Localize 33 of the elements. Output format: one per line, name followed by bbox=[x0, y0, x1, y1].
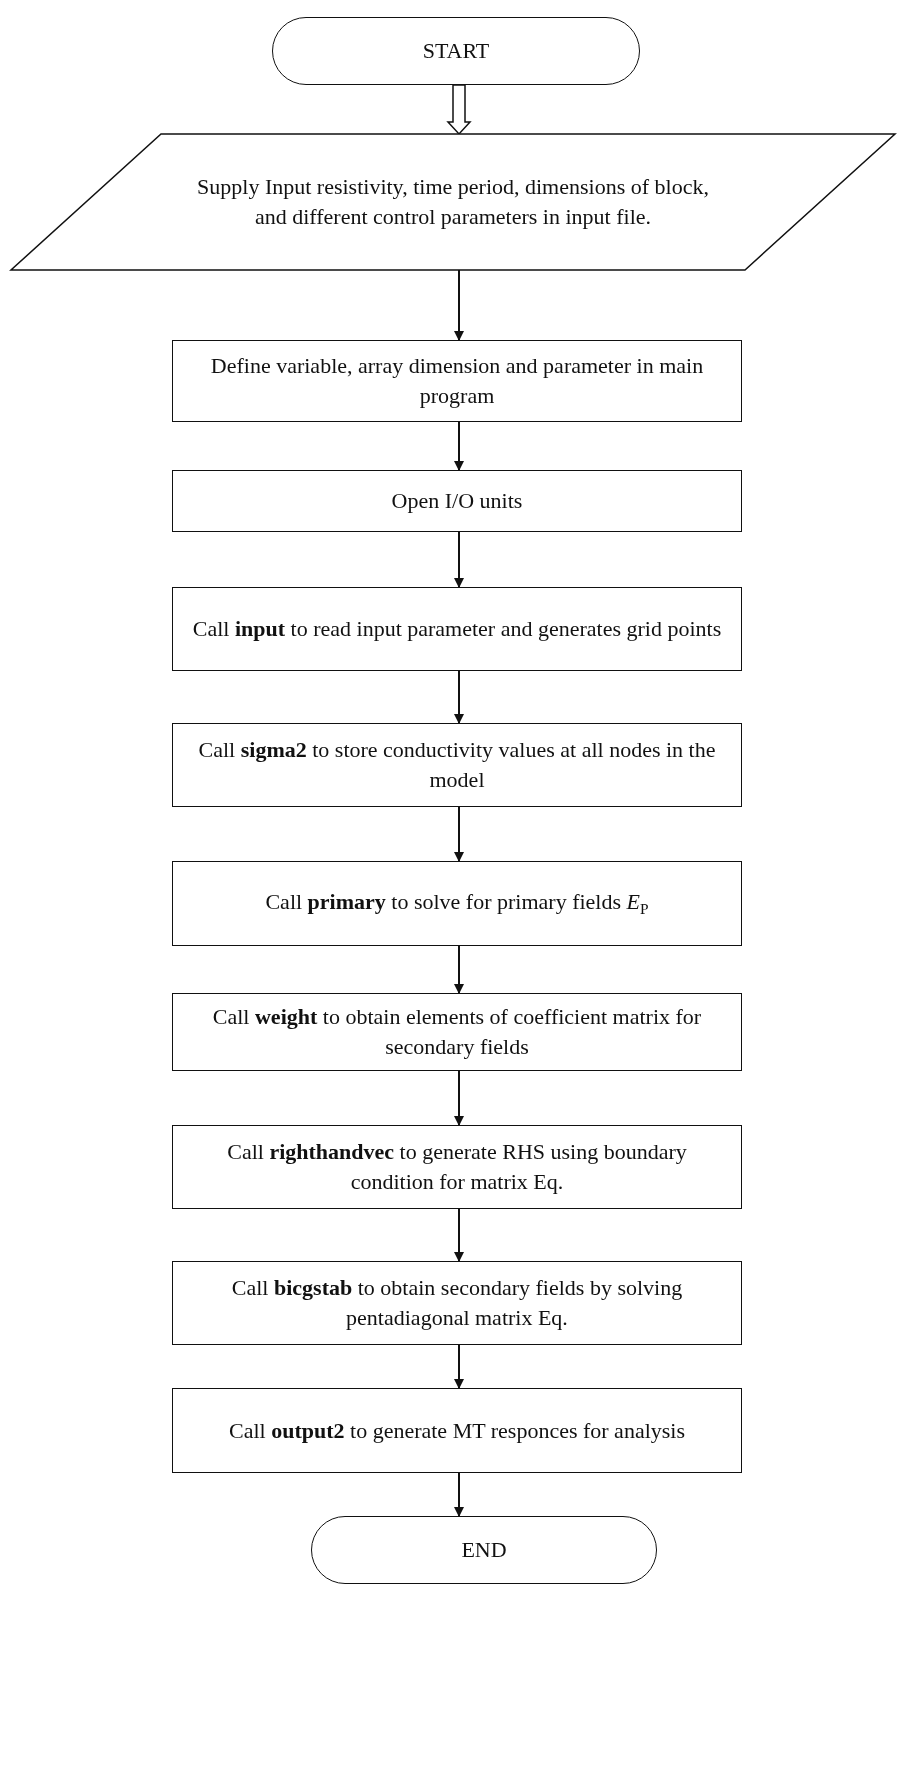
arrow bbox=[454, 1344, 464, 1389]
arrow bbox=[454, 531, 464, 588]
process-box bbox=[172, 470, 742, 532]
node-label: END bbox=[461, 1536, 507, 1565]
process-box bbox=[172, 723, 742, 807]
input-parallelogram bbox=[11, 134, 895, 270]
node-label: Call input to read input parameter and generates grid points bbox=[192, 615, 722, 644]
arrow bbox=[454, 806, 464, 862]
node-label: Define variable, array dimension and parameter in main program bbox=[209, 352, 705, 410]
arrow bbox=[454, 945, 464, 994]
process-box bbox=[172, 340, 742, 422]
node-label: Call bicgstab to obtain secondary fields by solving pentadiagonal matrix Eq. bbox=[230, 1274, 684, 1332]
arrow bbox=[454, 1472, 464, 1517]
node-label: Call weight to obtain elements of coefficient matrix for secondary fields bbox=[211, 1003, 703, 1061]
arrow bbox=[454, 269, 464, 341]
process-box bbox=[172, 1125, 742, 1209]
node-label: Supply Input resistivity, time period, dimensions of block, and different control parameters in input file. bbox=[196, 173, 710, 231]
arrow bbox=[454, 1070, 464, 1126]
arrow bbox=[454, 421, 464, 471]
process-box bbox=[172, 1261, 742, 1345]
node-label: Call primary to solve for primary fields E$_{P}$ bbox=[265, 887, 649, 920]
node-label: Call output2 to generate MT responces for analysis bbox=[229, 1416, 685, 1445]
process-box bbox=[172, 861, 742, 946]
node-label: Call righthandvec to generate RHS using boundary condition for matrix Eq. bbox=[226, 1138, 688, 1196]
process-box bbox=[172, 993, 742, 1071]
process-box bbox=[172, 587, 742, 671]
hollow-arrow bbox=[446, 84, 472, 136]
node-label: Open I/O units bbox=[391, 487, 523, 516]
arrow bbox=[454, 670, 464, 724]
arrow bbox=[454, 1208, 464, 1262]
node-label: START bbox=[422, 37, 490, 66]
process-box bbox=[172, 1388, 742, 1473]
node-label: Call sigma2 to store conductivity values at all nodes in the model bbox=[197, 736, 717, 794]
